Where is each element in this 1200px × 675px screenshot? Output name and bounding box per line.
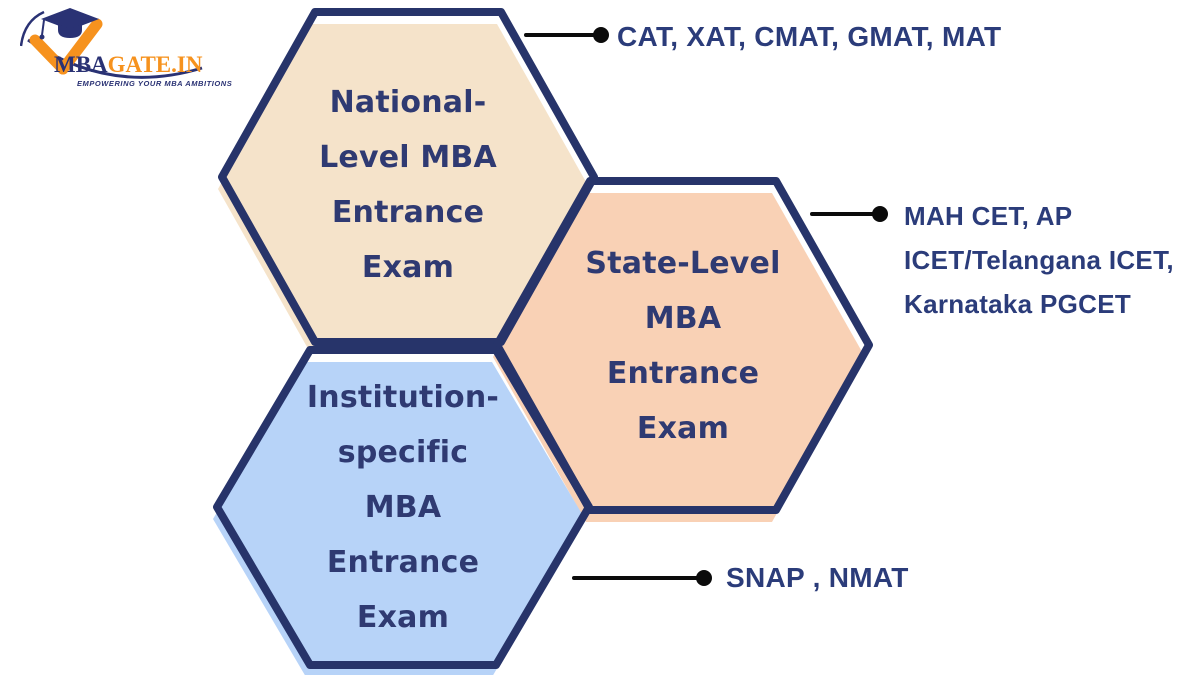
callout-line: MAH CET, AP	[904, 201, 1073, 231]
mbagate-logo: MBAGATE.IN EMPOWERING YOUR MBA AMBITIONS	[20, 8, 233, 98]
label-line: National-	[329, 84, 487, 120]
brand-gate-text: GATE.IN	[107, 52, 203, 77]
national-hexagon-fill	[218, 24, 590, 354]
institution-exams-callout: SNAP , NMAT	[726, 562, 909, 593]
label-line: Entrance	[606, 355, 760, 391]
label-line: MBA	[364, 490, 442, 525]
institution-hexagon-label: Institution- specific MBA Entrance Exam	[251, 365, 555, 650]
hexagon-fill-layer	[213, 24, 865, 675]
graduation-cap-icon	[39, 8, 99, 40]
state-hexagon-label: State-Level MBA Entrance Exam	[531, 203, 835, 488]
label-line: Entrance	[331, 194, 485, 230]
national-hexagon-label: National- Level MBA Entrance Exam	[256, 42, 560, 327]
label-line: State-Level	[585, 245, 781, 281]
label-line: Level MBA	[319, 139, 497, 175]
state-connector-dot	[872, 206, 888, 222]
label-line: Exam	[356, 600, 450, 635]
label-line: Institution-	[306, 380, 500, 415]
state-exams-callout: MAH CET, AP ICET/Telangana ICET, Karnata…	[904, 194, 1174, 326]
callout-line: Karnataka PGCET	[904, 289, 1132, 319]
callout-line: ICET/Telangana ICET,	[904, 245, 1174, 275]
logo-v-icon	[29, 18, 103, 75]
national-connector-dot	[593, 27, 609, 43]
label-line: Entrance	[326, 545, 480, 580]
label-line: Exam	[361, 249, 455, 285]
label-line: MBA	[644, 300, 722, 336]
institution-hexagon-outline	[213, 346, 593, 669]
institution-hexagon-fill	[213, 362, 585, 675]
connector-layer	[524, 27, 888, 586]
state-hexagon-fill	[493, 193, 865, 522]
national-exams-callout: CAT, XAT, CMAT, GMAT, MAT	[617, 21, 1002, 52]
brand-tagline: EMPOWERING YOUR MBA AMBITIONS	[77, 79, 233, 88]
logo-graphic	[20, 8, 203, 79]
label-line: Exam	[636, 410, 730, 446]
brand-mba-text: MBA	[54, 52, 108, 77]
brand-wordmark: MBAGATE.IN	[54, 52, 202, 78]
label-line: specific	[337, 435, 469, 470]
institution-connector-dot	[696, 570, 712, 586]
hexagon-outline-layer	[213, 8, 873, 669]
